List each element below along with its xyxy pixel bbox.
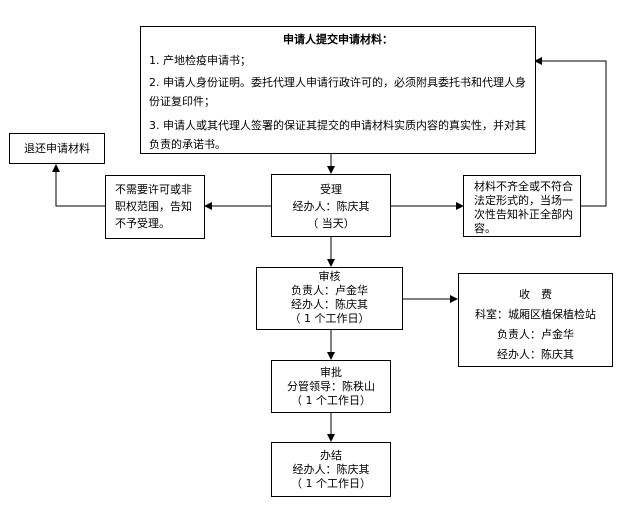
- submit-materials-box: 申请人提交申请材料： 1. 产地检疫申请书； 2. 申请人身份证明。委托代理人申…: [140, 26, 536, 154]
- complete-time: （ 1 个工作日）: [291, 477, 371, 490]
- complete-title: 办结: [320, 449, 342, 462]
- submit-item-1: 1. 产地检疫申请书；: [149, 54, 251, 67]
- reject-text: 不需要许可或非职权范围，告知不予受理。: [115, 183, 192, 230]
- approve-leader: 分管领导：陈秩山: [287, 380, 375, 393]
- review-box: 审核 负责人：卢金华 经办人：陈庆其 （ 1 个工作日）: [256, 267, 403, 330]
- return-label: 退还申请材料: [24, 142, 90, 155]
- arrow-reject-to-return: [52, 164, 105, 207]
- review-time: （ 1 个工作日）: [289, 312, 370, 325]
- submit-item-2: 2. 申请人身份证明。委托代理人申请行政许可的，必须附具委托书和代理人身份证复印…: [149, 76, 526, 108]
- approve-title: 审批: [320, 366, 342, 379]
- complete-handler: 经办人：陈庆其: [292, 463, 370, 476]
- fee-title: 收 费: [519, 288, 552, 301]
- review-responsible: 负责人：卢金华: [291, 284, 368, 297]
- fee-responsible: 负责人：卢金华: [497, 328, 574, 341]
- accept-time: （ 当天）: [307, 217, 355, 230]
- incomplete-box: 材料不齐全或不符合法定形式的，当场一次性告知补正全部内容。: [463, 175, 581, 237]
- accept-box: 受理 经办人：陈庆其 （ 当天）: [271, 174, 391, 237]
- approve-time: （ 1 个工作日）: [291, 394, 371, 407]
- submit-title: 申请人提交申请材料：: [283, 33, 393, 46]
- arrow-incomplete-to-submit: [534, 57, 607, 207]
- review-title: 审核: [318, 270, 341, 283]
- accept-title: 受理: [320, 183, 342, 196]
- review-handler: 经办人：陈庆其: [291, 298, 368, 311]
- accept-handler: 经办人：陈庆其: [292, 200, 370, 213]
- reject-box: 不需要许可或非职权范围，告知不予受理。: [105, 175, 205, 239]
- complete-box: 办结 经办人：陈庆其 （ 1 个工作日）: [271, 442, 391, 497]
- approve-box: 审批 分管领导：陈秩山 （ 1 个工作日）: [271, 360, 391, 413]
- fee-dept: 科室：城厢区植保植检站: [475, 308, 596, 321]
- submit-item-3: 3. 申请人或其代理人签署的保证其提交的申请材料实质内容的真实性，并对其负责的承…: [149, 119, 526, 151]
- fee-box: 收 费 科室：城厢区植保植检站 负责人：卢金华 经办人：陈庆其: [458, 273, 613, 367]
- return-materials-box: 退还申请材料: [9, 133, 105, 164]
- fee-handler: 经办人：陈庆其: [497, 348, 574, 361]
- incomplete-text: 材料不齐全或不符合法定形式的，当场一次性告知补正全部内容。: [474, 180, 573, 235]
